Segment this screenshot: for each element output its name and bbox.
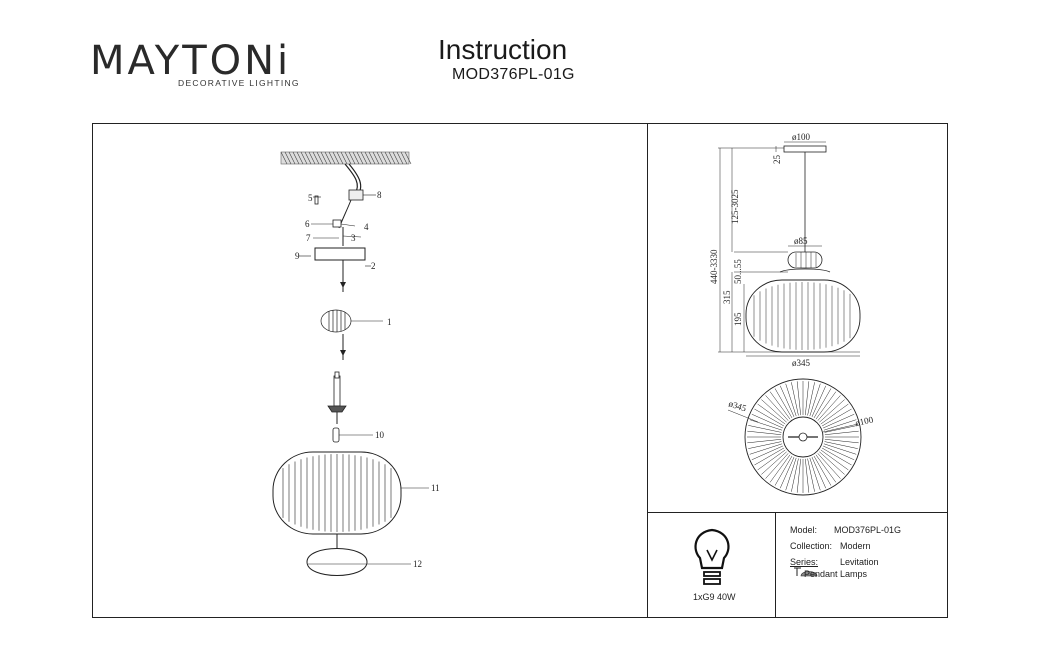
callout-8: 8 bbox=[377, 190, 382, 200]
bulb-spec: 1xG9 40W bbox=[693, 592, 736, 602]
dim-shade-height: 195 bbox=[733, 312, 743, 326]
callout-6: 6 bbox=[305, 219, 310, 229]
document-title: Instruction bbox=[438, 34, 568, 65]
frame-divider-vertical bbox=[647, 123, 648, 618]
instruction-frame bbox=[92, 123, 948, 618]
dim-plan-inner: ø100 bbox=[854, 414, 874, 428]
suspension-rod bbox=[333, 375, 341, 407]
pendant-lamp-icon bbox=[794, 567, 818, 577]
dim-shade-diameter: ø345 bbox=[792, 358, 811, 368]
screw-part-6 bbox=[332, 219, 342, 228]
dim-canopy-height: 25 bbox=[772, 155, 782, 165]
main-shade bbox=[272, 451, 402, 535]
canopy bbox=[314, 247, 366, 261]
bottom-glass bbox=[306, 548, 368, 576]
callout-2: 2 bbox=[371, 261, 376, 271]
brand-tagline: DECORATIVE LIGHTING bbox=[178, 78, 300, 88]
callout-11: 11 bbox=[431, 483, 440, 493]
frame-divider-horizontal bbox=[647, 512, 948, 513]
series-value: Levitation bbox=[840, 557, 879, 567]
callout-12: 12 bbox=[413, 559, 422, 569]
collection-value: Modern bbox=[840, 541, 871, 551]
dim-top-shade-height: 50...55 bbox=[733, 259, 743, 284]
canopy-side bbox=[783, 145, 827, 153]
dim-cable-length: 125-3025 bbox=[730, 189, 740, 224]
series-label: Series: bbox=[790, 557, 819, 567]
type-value: Pendant Lamps bbox=[804, 569, 868, 579]
ceiling-hatch bbox=[280, 151, 412, 165]
collection-label: Collection: bbox=[790, 541, 833, 551]
callout-10: 10 bbox=[375, 430, 385, 440]
brand-logo: MAYTONi bbox=[90, 38, 292, 84]
plan-view-drawing: ø345 ø100 bbox=[727, 378, 875, 496]
document-model-code: MOD376PL-01G bbox=[452, 66, 575, 83]
assembly-drawing: 1 2 3 4 5 6 7 8 9 10 11 12 bbox=[272, 151, 440, 576]
callout-4: 4 bbox=[364, 222, 369, 232]
info-divider bbox=[775, 512, 776, 618]
dim-overall-height: 440-3330 bbox=[709, 249, 719, 284]
lamp-holder bbox=[327, 405, 347, 413]
callout-9: 9 bbox=[295, 251, 300, 261]
model-label: Model: bbox=[790, 525, 818, 535]
callout-5: 5 bbox=[308, 193, 313, 203]
callout-1: 1 bbox=[387, 317, 392, 327]
callout-7: 7 bbox=[306, 233, 311, 243]
dim-body-height: 315 bbox=[722, 290, 732, 304]
bulb-icon bbox=[694, 528, 730, 585]
callout-3: 3 bbox=[351, 233, 356, 243]
top-shade-side bbox=[787, 251, 823, 269]
g9-bulb bbox=[332, 427, 340, 443]
model-value: MOD376PL-01G bbox=[834, 525, 902, 535]
main-shade-side bbox=[745, 279, 861, 353]
terminal-block bbox=[348, 189, 364, 201]
dim-top-shade-diameter: ø85 bbox=[794, 236, 808, 246]
dim-canopy-diameter: ø100 bbox=[792, 132, 811, 142]
top-shade bbox=[320, 309, 352, 333]
side-view-drawing: ø100 25 125-3025 440-3330 ø85 50...55 31… bbox=[709, 132, 861, 368]
dim-plan-outer: ø345 bbox=[727, 398, 748, 413]
